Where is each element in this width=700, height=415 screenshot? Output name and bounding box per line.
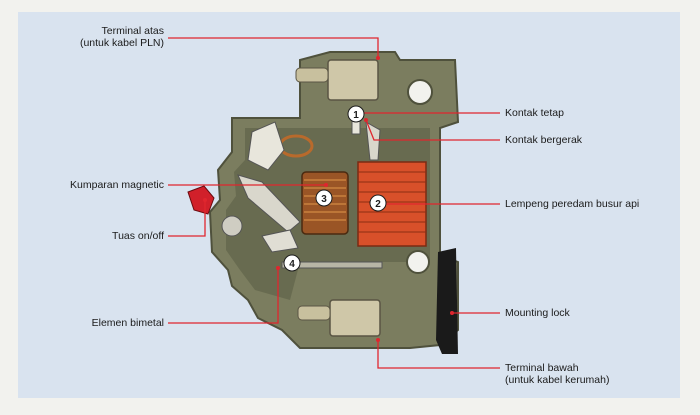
label-terminal-bawah: Terminal bawah (untuk kabel kerumah) [505, 362, 609, 386]
label-terminal-bawah-line2: (untuk kabel kerumah) [505, 374, 610, 386]
badge-3: 3 [315, 189, 333, 207]
linkage [261, 229, 299, 253]
bottom-terminal-block [329, 299, 381, 337]
label-mounting: Mounting lock [505, 307, 570, 319]
badge-1: 1 [347, 105, 365, 123]
red-toggle [187, 185, 215, 215]
badge-2-text: 2 [375, 199, 381, 210]
label-terminal-atas-line2: (untuk kabel PLN) [79, 37, 164, 49]
label-terminal-atas-line1: Terminal atas [101, 25, 164, 37]
pivot [221, 215, 243, 237]
top-terminal-block [327, 59, 379, 101]
label-tuas: Tuas on/off [112, 230, 164, 242]
badge-3-text: 3 [321, 194, 327, 205]
label-kumparan: Kumparan magnetic [70, 179, 164, 191]
label-lempeng: Lempeng peredam busur api [505, 198, 640, 210]
moving-contact [365, 121, 381, 161]
leader-lines [168, 37, 500, 369]
label-kontak-tetap: Kontak tetap [505, 107, 564, 119]
badge-4-text: 4 [289, 259, 295, 270]
top-terminal-screw [295, 67, 329, 83]
latch-mechanism [247, 121, 285, 171]
badge-1-text: 1 [353, 110, 359, 121]
bimetal-strip [281, 261, 383, 269]
bottom-mounting-hole [406, 250, 430, 274]
top-mounting-hole [407, 79, 433, 105]
bottom-terminal-screw [297, 305, 331, 321]
label-terminal-atas: Terminal atas (untuk kabel PLN) [80, 25, 164, 49]
label-terminal-bawah-line1: Terminal bawah [505, 362, 579, 374]
label-kontak-bergerak: Kontak bergerak [505, 134, 583, 146]
badge-4: 4 [283, 254, 301, 272]
trip-lever [237, 174, 301, 233]
badge-2: 2 [369, 194, 387, 212]
mounting-lock-part [436, 248, 458, 354]
label-elemen: Elemen bimetal [91, 317, 164, 329]
arc-chute-plates [358, 171, 426, 233]
